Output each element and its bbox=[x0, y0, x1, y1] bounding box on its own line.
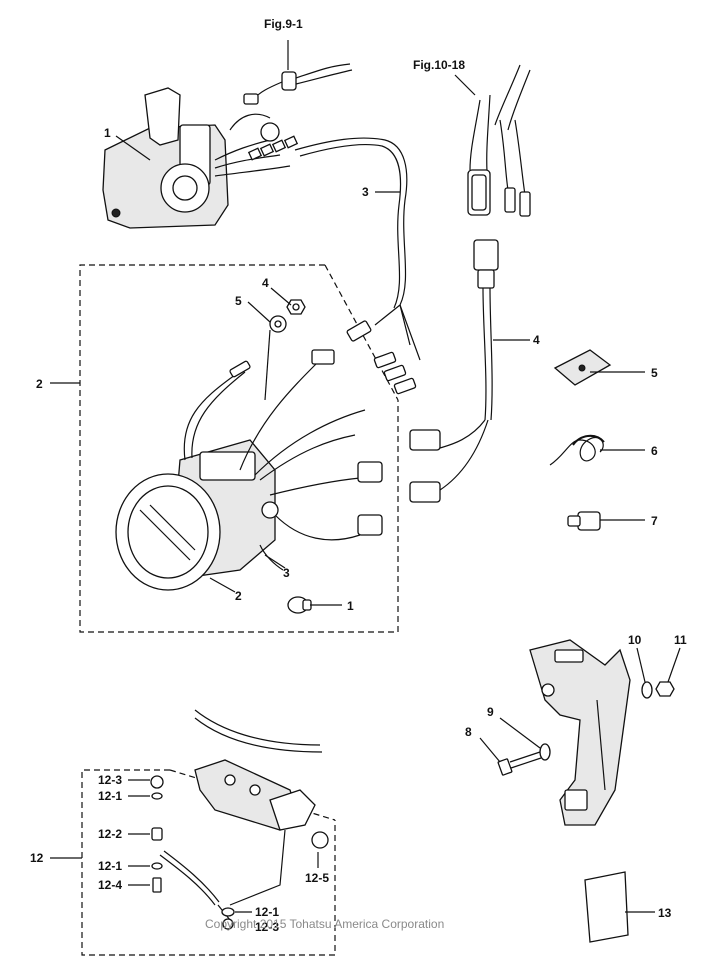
callout-12-4: 12-4 bbox=[98, 878, 122, 892]
group-box-gauge bbox=[79, 264, 399, 633]
callout-4-nut: 4 bbox=[262, 276, 269, 290]
callout-13: 13 bbox=[658, 906, 672, 920]
cap-12-3b bbox=[222, 918, 234, 930]
callout-1-remote: 1 bbox=[104, 126, 111, 140]
mounting-bracket bbox=[529, 639, 631, 826]
callout-12-3a: 12-3 bbox=[98, 773, 122, 787]
callout-5-washer: 5 bbox=[235, 294, 242, 308]
collar-12-2 bbox=[151, 827, 163, 841]
tachometer-gauge bbox=[115, 349, 383, 591]
nut bbox=[286, 299, 306, 315]
fig-10-18-engine-harness bbox=[454, 64, 531, 217]
callout-1-bulb: 1 bbox=[347, 599, 354, 613]
washer-12-1a bbox=[151, 792, 163, 800]
callout-12-3b: 12-3 bbox=[255, 920, 279, 934]
washer-9 bbox=[539, 743, 551, 761]
washer-12-1c bbox=[221, 907, 235, 917]
callout-8: 8 bbox=[465, 725, 472, 739]
fig-9-1-connector bbox=[243, 40, 353, 105]
callout-5-clip: 5 bbox=[651, 366, 658, 380]
callout-3-inner: 3 bbox=[283, 566, 290, 580]
callout-11: 11 bbox=[674, 633, 687, 647]
bolt-12-4 bbox=[152, 877, 162, 893]
callout-10: 10 bbox=[628, 633, 642, 647]
nut-11 bbox=[655, 681, 675, 697]
copyright-watermark: Copyright 2015 Tohatsu America Corporati… bbox=[205, 917, 444, 931]
main-harness bbox=[294, 137, 421, 395]
washer-10 bbox=[641, 681, 653, 699]
leader-lines bbox=[50, 135, 681, 913]
fig-9-1-label: Fig.9-1 bbox=[264, 17, 303, 31]
clip-plate bbox=[553, 349, 612, 386]
bulb bbox=[287, 596, 312, 614]
extension-harness bbox=[409, 239, 499, 503]
bolt bbox=[497, 751, 542, 776]
washer-12-1b bbox=[151, 862, 163, 870]
callout-4-extension: 4 bbox=[533, 333, 540, 347]
trim-sender bbox=[159, 709, 323, 921]
callout-2-inner: 2 bbox=[235, 589, 242, 603]
callout-9: 9 bbox=[487, 705, 494, 719]
spring bbox=[549, 434, 605, 466]
label-card bbox=[584, 871, 629, 943]
callout-12-1c: 12-1 bbox=[255, 905, 279, 919]
callout-12-1a: 12-1 bbox=[98, 789, 122, 803]
nut-12-5 bbox=[311, 831, 329, 849]
remote-control-box bbox=[102, 87, 299, 229]
callout-12-1b: 12-1 bbox=[98, 859, 122, 873]
washer bbox=[264, 315, 287, 401]
callout-7-pin: 7 bbox=[651, 514, 658, 528]
fig-10-18-label: Fig.10-18 bbox=[413, 58, 465, 72]
cap-12-3a bbox=[150, 775, 164, 789]
callout-12-2: 12-2 bbox=[98, 827, 122, 841]
callout-12-5: 12-5 bbox=[305, 871, 329, 885]
callout-6-spring: 6 bbox=[651, 444, 658, 458]
callout-3-harness: 3 bbox=[362, 185, 369, 199]
callout-12: 12 bbox=[30, 851, 44, 865]
pin bbox=[567, 511, 601, 531]
callout-2-group: 2 bbox=[36, 377, 43, 391]
